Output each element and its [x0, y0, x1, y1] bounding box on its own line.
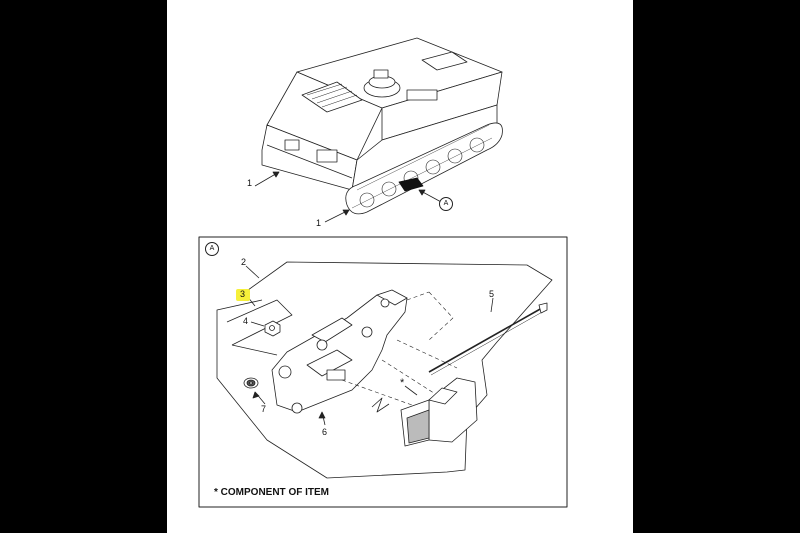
callout-3-highlight	[236, 289, 250, 301]
callout-2: 2	[241, 257, 247, 267]
vehicle-illustration	[254, 37, 503, 223]
drawing-sheet: 1 1 A A 2 3 4 5 6 7 * * COMPONENT OF ITE…	[167, 0, 633, 533]
callout-1-upper: 1	[247, 178, 253, 188]
callout-7: 7	[261, 404, 267, 414]
nut	[264, 320, 281, 337]
mount-bracket	[271, 289, 408, 414]
component-star: *	[400, 377, 405, 389]
callout-6: 6	[322, 427, 328, 437]
callout-5: 5	[489, 289, 495, 299]
detail-title-circle: A	[205, 242, 219, 256]
callout-3: 3	[240, 289, 246, 299]
bushing	[243, 377, 259, 389]
callout-4: 4	[243, 316, 249, 326]
rod	[428, 302, 548, 376]
technical-drawing	[198, 37, 568, 508]
callout-1-lower: 1	[316, 218, 322, 228]
footnote: * COMPONENT OF ITEM	[214, 487, 329, 498]
detail-reference-circle: A	[439, 197, 453, 211]
pad	[400, 377, 478, 447]
